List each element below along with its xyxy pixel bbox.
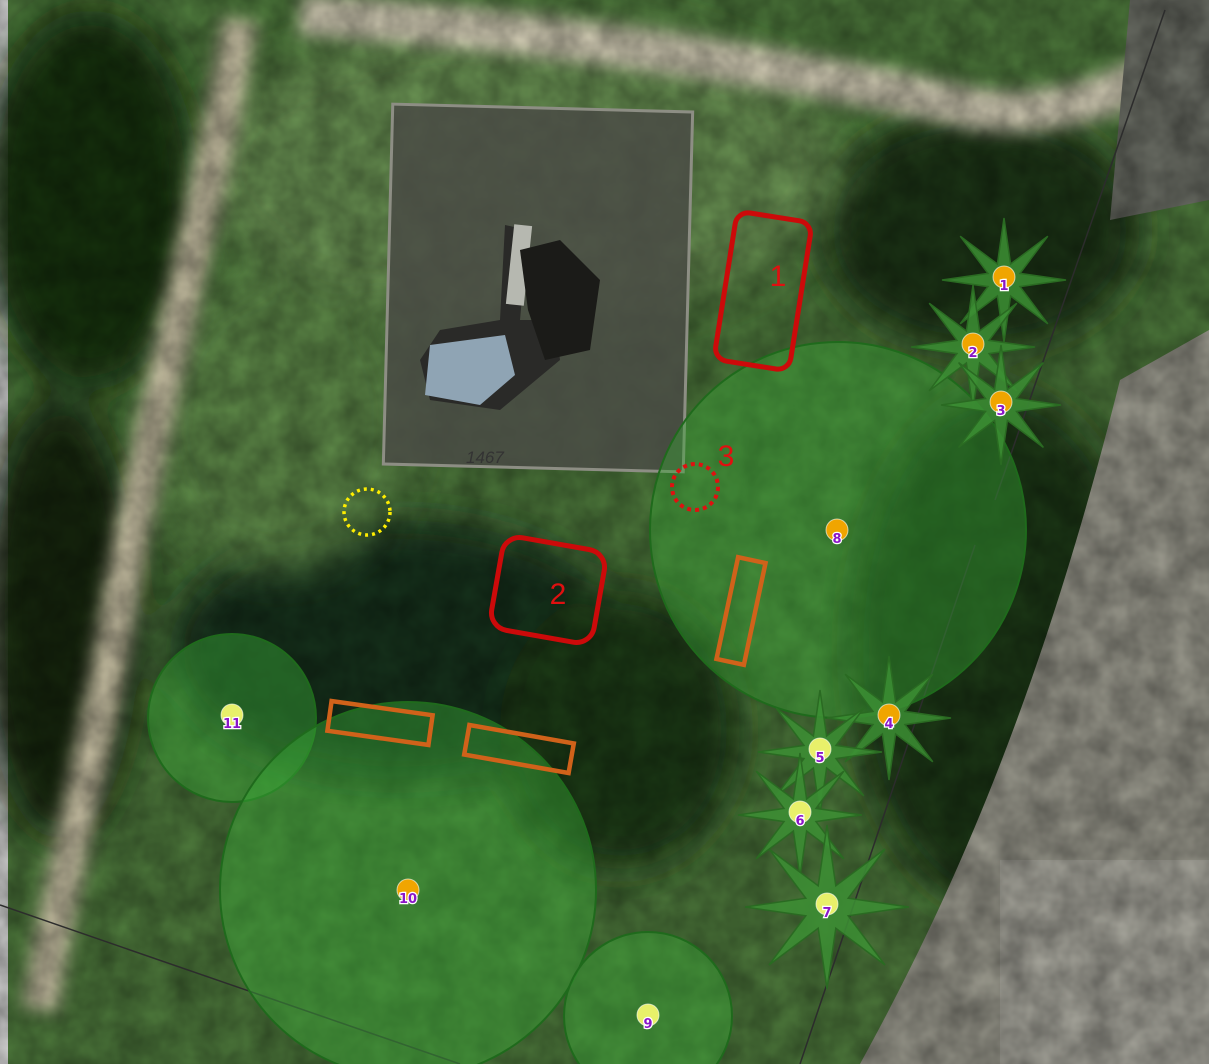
tree-number: 2 xyxy=(968,346,977,361)
tree-dot xyxy=(825,518,849,542)
zone-1[interactable] xyxy=(713,210,813,372)
tree-7[interactable]: 7 xyxy=(744,824,910,990)
tree-number: 4 xyxy=(884,717,893,732)
tree-markers: 1 2 3 4 5 6 7 8 9 10 11 xyxy=(220,217,1067,1033)
tree-6[interactable]: 6 xyxy=(737,752,863,878)
bed-3[interactable] xyxy=(461,722,577,776)
building xyxy=(420,224,600,410)
zone-2[interactable] xyxy=(488,535,608,646)
yellow-dotted-marker[interactable] xyxy=(342,487,392,537)
canopy-9[interactable] xyxy=(563,931,733,1064)
tree-number: 9 xyxy=(643,1017,652,1032)
tree-4[interactable]: 4 xyxy=(826,655,952,781)
fence-line xyxy=(381,102,695,474)
parcel-label: 1467 xyxy=(466,448,504,467)
planting-beds xyxy=(324,554,769,776)
tree-3[interactable]: 3 xyxy=(940,344,1062,466)
tree-dot xyxy=(815,892,839,916)
tree-number: 8 xyxy=(832,532,841,547)
bed-1[interactable] xyxy=(713,554,769,668)
tree-number: 10 xyxy=(399,892,417,907)
tree-dot xyxy=(636,1003,660,1027)
tree-10[interactable]: 10 xyxy=(396,878,420,908)
zone-2-label: 2 xyxy=(550,578,567,611)
tree-dot xyxy=(396,878,420,902)
tree-number: 11 xyxy=(223,717,241,732)
tree-dot xyxy=(877,703,901,727)
tree-dot xyxy=(992,265,1016,289)
tree-11[interactable]: 11 xyxy=(220,703,244,733)
tree-dot xyxy=(961,332,985,356)
tree-number: 1 xyxy=(999,279,1008,294)
tree-number: 7 xyxy=(822,906,831,921)
tree-9[interactable]: 9 xyxy=(636,1003,660,1033)
zone-1-label: 1 xyxy=(770,260,787,293)
tree-number: 5 xyxy=(815,751,824,766)
tree-1[interactable]: 1 xyxy=(941,217,1067,343)
tree-number: 3 xyxy=(996,404,1005,419)
zone-3-label: 3 xyxy=(718,440,735,473)
tree-dot xyxy=(808,737,832,761)
tree-number: 6 xyxy=(795,814,804,829)
tree-8[interactable]: 8 xyxy=(825,518,849,548)
tree-dot xyxy=(220,703,244,727)
bed-2[interactable] xyxy=(324,698,436,748)
tree-dot xyxy=(788,800,812,824)
zone-3[interactable] xyxy=(670,462,720,512)
zones: 1 2 3 xyxy=(488,210,813,646)
tree-dot xyxy=(989,390,1013,414)
